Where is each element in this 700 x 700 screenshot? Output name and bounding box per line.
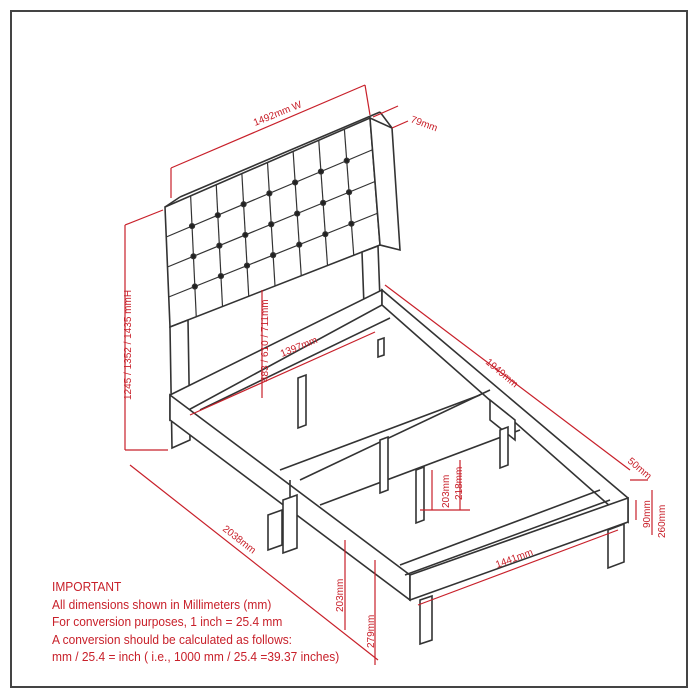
tuft-button (190, 253, 197, 260)
tuft-button (214, 212, 221, 219)
tuft-button (191, 283, 198, 290)
note-line: All dimensions shown in Millimeters (mm) (52, 596, 272, 612)
tuft-button (345, 189, 353, 196)
dimension-lines (124, 84, 653, 665)
note-line: For conversion purposes, 1 inch = 25.4 m… (52, 614, 283, 629)
dim-panel-height: 483 / 610 / 711mm (260, 299, 271, 382)
note-line: A conversion should be calculated as fol… (52, 631, 293, 647)
dim-rail-height: 90mm (642, 500, 653, 528)
foot-rail (409, 496, 629, 602)
tuft-button (242, 231, 249, 239)
dim-rail-top-height: 260mm (657, 505, 668, 538)
tuft-button (270, 252, 277, 259)
tuft-button (343, 157, 350, 164)
tuft-button (322, 231, 329, 238)
important-note: IMPORTANT All dimensions shown in Millim… (52, 578, 339, 666)
dim-slat-drop: 203mm (441, 475, 452, 508)
diagram-border (10, 10, 688, 688)
headboard-tufting (166, 129, 378, 317)
dim-slat-support: 218mm (454, 467, 465, 500)
tuft-button (217, 272, 225, 280)
dim-headboard-depth: 79mm (409, 114, 439, 134)
dim-overall-height: 1245 / 1352 / 1435 mmH (123, 290, 134, 400)
tuft-button (317, 168, 325, 175)
dim-leg-clearance: 203mm (335, 579, 346, 612)
dim-foot-height: 279mm (366, 615, 377, 648)
tuft-button (292, 179, 299, 186)
headboard-side (369, 116, 401, 252)
leg (267, 508, 283, 552)
tuft-button (216, 242, 223, 249)
leg (607, 522, 625, 570)
leg (282, 493, 298, 555)
note-line: mm / 25.4 = inch ( i.e., 1000 mm / 25.4 … (52, 649, 340, 664)
tuft-button (188, 222, 196, 230)
tuft-button (268, 221, 275, 228)
tuft-button (320, 199, 327, 206)
note-title: IMPORTANT (52, 579, 122, 594)
tuft-button (294, 210, 301, 217)
bed-outline (164, 111, 629, 646)
tuft-button (348, 220, 355, 227)
tuft-button (296, 241, 303, 248)
tuft-button (266, 190, 273, 197)
tuft-button (243, 262, 251, 269)
leg (419, 594, 433, 646)
tuft-button (240, 201, 247, 208)
